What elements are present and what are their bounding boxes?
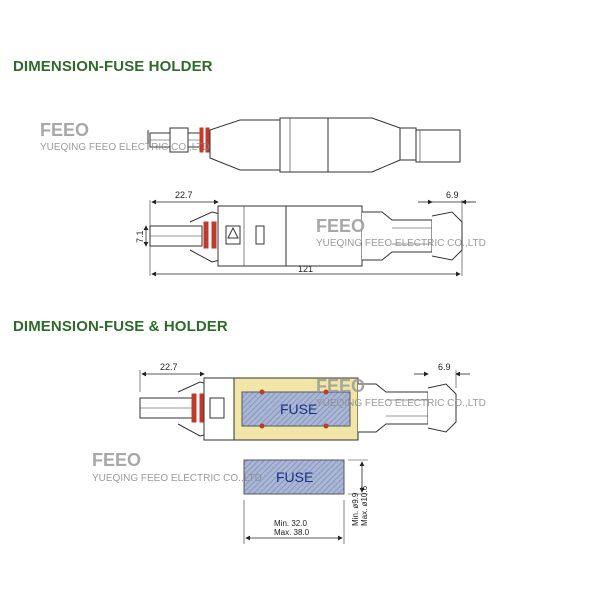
heading-fuse-and-holder: DIMENSION-FUSE & HOLDER bbox=[13, 318, 228, 335]
fuse-length-min: Min. 32.0 bbox=[274, 519, 307, 528]
fuse-detail-label: FUSE bbox=[276, 469, 313, 485]
watermark-company: YUEQING FEEO ELECTRIC CO.,LTD bbox=[316, 238, 486, 249]
holder-middle-view bbox=[149, 200, 463, 276]
holder-height-label: 7.1 bbox=[135, 230, 145, 243]
assembly-left-length-label: 22.7 bbox=[160, 362, 178, 372]
watermark-1: FEEO YUEQING FEEO ELECTRIC CO.,LTD bbox=[40, 120, 210, 153]
watermark-logo: FEEO bbox=[316, 376, 365, 396]
watermark-4: FEEO YUEQING FEEO ELECTRIC CO.,LTD bbox=[92, 450, 262, 484]
fuse-dia-min: Min. ø9.9 bbox=[351, 492, 360, 526]
assembly-right-length-label: 6.9 bbox=[438, 362, 451, 372]
fuse-length-max: Max. 38.0 bbox=[274, 528, 310, 537]
holder-top-view bbox=[147, 117, 461, 173]
watermark-logo: FEEO bbox=[316, 216, 365, 236]
heading-fuse-holder: DIMENSION-FUSE HOLDER bbox=[13, 58, 213, 75]
holder-left-length-label: 22.7 bbox=[175, 190, 193, 200]
watermark-company: YUEQING FEEO ELECTRIC CO.,LTD bbox=[40, 142, 210, 153]
holder-total-length-label: 121 bbox=[298, 264, 313, 274]
assembly-fuse-label: FUSE bbox=[280, 401, 317, 417]
watermark-logo: FEEO bbox=[40, 120, 89, 140]
fuse-detail bbox=[243, 459, 368, 544]
watermark-company: YUEQING FEEO ELECTRIC CO.,LTD bbox=[316, 398, 486, 409]
fuse-dia-max: Max. ø10.6 bbox=[360, 485, 369, 526]
watermark-logo: FEEO bbox=[92, 450, 141, 470]
holder-dimension-lines bbox=[143, 199, 476, 277]
assembly-view bbox=[139, 370, 457, 441]
watermark-3: FEEO YUEQING FEEO ELECTRIC CO.,LTD bbox=[316, 376, 486, 409]
holder-right-length-label: 6.9 bbox=[446, 190, 459, 200]
watermark-2: FEEO YUEQING FEEO ELECTRIC CO.,LTD bbox=[316, 216, 486, 249]
watermark-company: YUEQING FEEO ELECTRIC CO.,LTD bbox=[92, 473, 262, 484]
